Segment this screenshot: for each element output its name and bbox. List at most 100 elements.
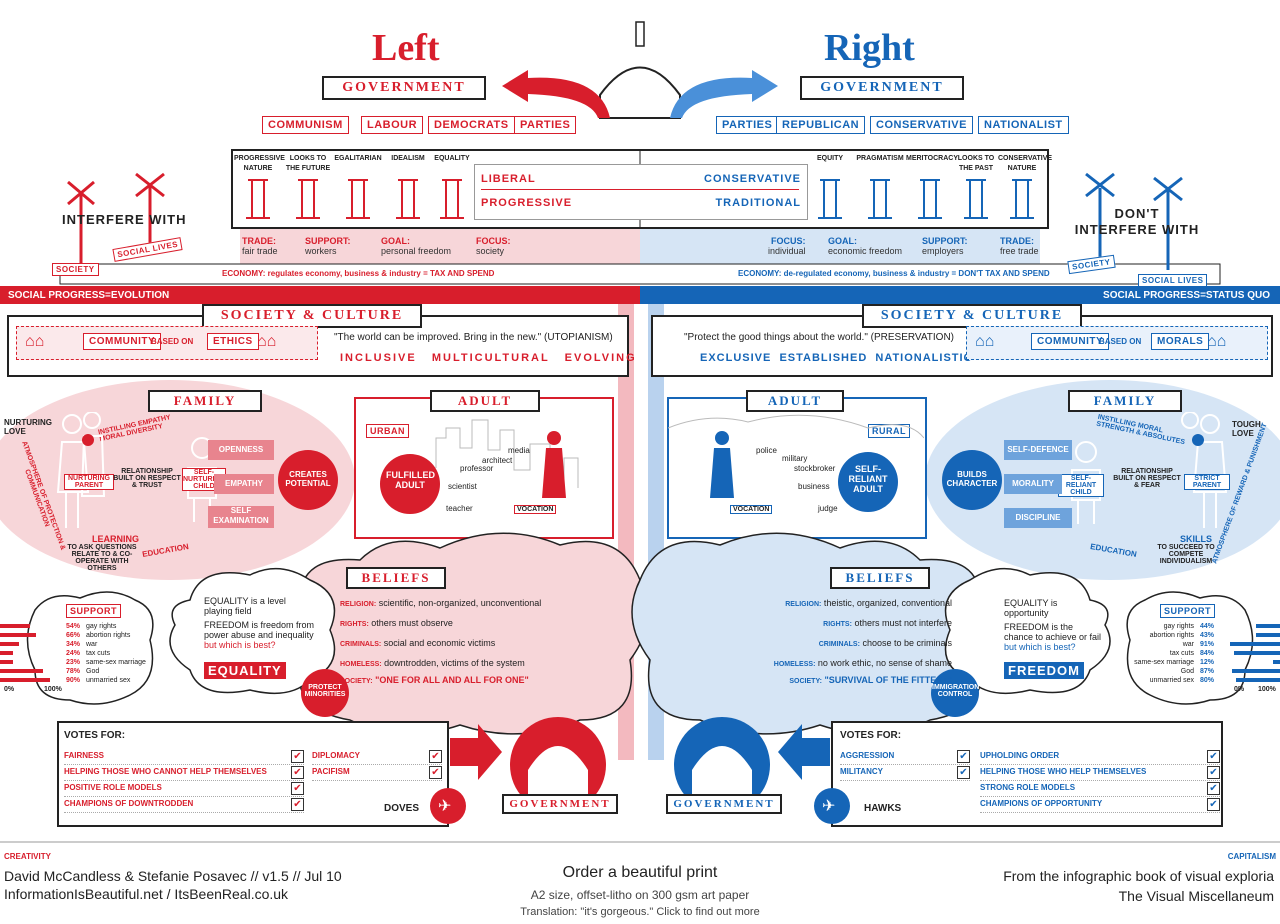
party-republican: REPUBLICAN xyxy=(776,116,866,134)
right-social-progress: SOCIAL PROGRESS=STATUS QUO xyxy=(1103,290,1270,301)
vote-checkbox[interactable]: ✔ xyxy=(1207,782,1220,795)
freedom-def: FREEDOM is freedom from power abuse and … xyxy=(204,620,315,640)
belief-key: SOCIETY: xyxy=(789,678,822,685)
translation-link[interactable]: Translation: "it's gorgeous." Click to f… xyxy=(520,906,760,918)
stat-value: fair trade xyxy=(242,246,278,256)
right-values: EXCLUSIVE ESTABLISHED NATIONALISTIC xyxy=(700,352,973,364)
which-best: but which is best? xyxy=(204,640,276,650)
vote-checkbox[interactable]: ✔ xyxy=(1207,766,1220,779)
job-stockbroker: stockbroker xyxy=(794,464,836,473)
support-label: gay rights xyxy=(1163,623,1194,630)
vote-checkbox[interactable]: ✔ xyxy=(1207,798,1220,811)
equality-def: EQUALITY is opportunity xyxy=(1004,598,1058,618)
doves-label: DOVES xyxy=(384,803,420,814)
right-economy: ECONOMY: de-regulated economy, business … xyxy=(738,269,1050,278)
which-best: but which is best? xyxy=(1004,642,1076,652)
right-stat-goal: GOAL:economic freedom xyxy=(828,236,902,256)
party-nationalist: NATIONALIST xyxy=(978,116,1069,134)
vote-checkbox[interactable]: ✔ xyxy=(1207,750,1220,763)
vote-checkbox[interactable]: ✔ xyxy=(429,766,442,779)
vote-checkbox[interactable]: ✔ xyxy=(957,750,970,763)
left-adult-label: ADULT xyxy=(430,390,540,412)
left-quote: "The world can be improved. Bring in the… xyxy=(334,332,613,343)
belief-value: downtrodden, victims of the system xyxy=(384,658,525,668)
left-economy: ECONOMY: regulates economy, business & i… xyxy=(222,269,495,278)
vote-checkbox[interactable]: ✔ xyxy=(291,798,304,811)
interfere-with-label: INTERFERE WITH xyxy=(62,212,187,227)
support-row: 66%abortion rights xyxy=(0,631,180,640)
support-pct: 78% xyxy=(66,668,81,675)
belief-value: choose to be criminals xyxy=(862,638,952,648)
vote-row: HELPING THOSE WHO CANNOT HELP THEMSELVES… xyxy=(64,766,304,781)
support-label: abortion rights xyxy=(1149,632,1194,639)
left-equality-text: EQUALITY is a level playing field FREEDO… xyxy=(204,596,316,650)
stat-key: FOCUS: xyxy=(476,236,511,246)
support-pct: 23% xyxy=(66,659,81,666)
job-teacher: teacher xyxy=(446,504,473,513)
vote-checkbox[interactable]: ✔ xyxy=(429,750,442,763)
belief-key: RIGHTS: xyxy=(340,621,369,628)
support-row: 90%unmarried sex xyxy=(0,676,180,685)
belief-key: HOMELESS: xyxy=(340,661,382,668)
belief-row: HOMELESS: no work ethic, no sense of sha… xyxy=(692,654,952,674)
arrow-discipline: DISCIPLINE xyxy=(1004,508,1072,528)
left-beliefs-label: BELIEFS xyxy=(346,567,446,589)
order-print-link[interactable]: Order a beautiful print xyxy=(562,864,718,881)
pillar-label: EGALITARIAN xyxy=(334,155,382,162)
skills-sub: TO SUCCEED TO COMPETE INDIVIDUALISM xyxy=(1157,544,1215,565)
right-pillars: EQUITY PRAGMATISM MERITOCRACY LOOKS TO T… xyxy=(806,154,1052,224)
support-label: unmarried sex xyxy=(86,677,131,684)
spectrum-line xyxy=(481,189,799,190)
vote-checkbox[interactable]: ✔ xyxy=(291,766,304,779)
urban-tag: URBAN xyxy=(366,424,409,438)
vote-checkbox[interactable]: ✔ xyxy=(291,750,304,763)
learning-label: LEARNING xyxy=(92,534,139,544)
support-bar xyxy=(0,651,13,655)
belief-key: RIGHTS: xyxy=(823,621,852,628)
vote-label: AGGRESSION xyxy=(840,751,898,760)
title-right: Right xyxy=(824,27,915,69)
right-votes-label: VOTES FOR: xyxy=(840,730,902,741)
axis-hundred-left: 100% xyxy=(44,686,62,693)
vote-label: DIPLOMACY xyxy=(312,751,363,760)
hawks-label: HAWKS xyxy=(864,803,902,814)
vote-row: UPHOLDING ORDER✔ xyxy=(980,750,1220,765)
left-votes-label: VOTES FOR: xyxy=(64,730,126,741)
vote-checkbox[interactable]: ✔ xyxy=(957,766,970,779)
belief-row: CRIMINALS: social and economic victims xyxy=(340,634,610,654)
support-label: same-sex marriage xyxy=(1134,659,1194,666)
based-on-label: BASED ON xyxy=(151,337,194,346)
pillar-label: PRAGMATISM xyxy=(856,155,904,162)
support-pct: 54% xyxy=(66,623,81,630)
houses-icon: ⌂⌂ xyxy=(257,333,277,350)
support-label: same-sex marriage xyxy=(86,659,146,666)
print-size: A2 size, offset-litho on 300 gsm art pap… xyxy=(530,888,750,902)
support-pct: 91% xyxy=(1199,641,1214,648)
axis-hundred-right: 100% xyxy=(1258,686,1276,693)
skills-label: SKILLS xyxy=(1180,534,1213,544)
vote-row: STRONG ROLE MODELS✔ xyxy=(980,782,1220,797)
community-tag: COMMUNITY xyxy=(1031,333,1110,350)
left-stat-trade: TRADE:fair trade xyxy=(242,236,278,256)
vote-checkbox[interactable]: ✔ xyxy=(291,782,304,795)
right-equality-text: EQUALITY is opportunity FREEDOM is the c… xyxy=(1004,598,1104,652)
vote-label: PACIFISM xyxy=(312,767,353,776)
belief-row: HOMELESS: downtrodden, victims of the sy… xyxy=(340,654,610,674)
support-bar xyxy=(1230,642,1280,646)
left-society-culture: SOCIETY & CULTURE xyxy=(202,304,422,328)
left-beliefs-list: RELIGION: scientific, non-organized, unc… xyxy=(340,594,610,688)
vote-row: CHAMPIONS OF DOWNTRODDEN✔ xyxy=(64,798,304,813)
support-bar xyxy=(1234,651,1280,655)
based-on-label: BASED ON xyxy=(1099,337,1142,346)
stat-value: workers xyxy=(305,246,337,256)
right-family-label: FAMILY xyxy=(1068,390,1182,412)
right-adult-label: ADULT xyxy=(746,390,844,412)
belief-value: no work ethic, no sense of shame xyxy=(817,658,952,668)
puppet-strings-right-icon xyxy=(1085,172,1183,270)
right-community-box: ⌂⌂ COMMUNITY BASED ON MORALS ⌂⌂ xyxy=(966,326,1268,360)
support-row: 24%tax cuts xyxy=(0,649,180,658)
sites-link[interactable]: InformationIsBeautiful.net / ItsBeenReal… xyxy=(4,886,289,902)
support-row: 23% same-sex marriage xyxy=(0,658,180,667)
support-bar xyxy=(0,624,30,628)
